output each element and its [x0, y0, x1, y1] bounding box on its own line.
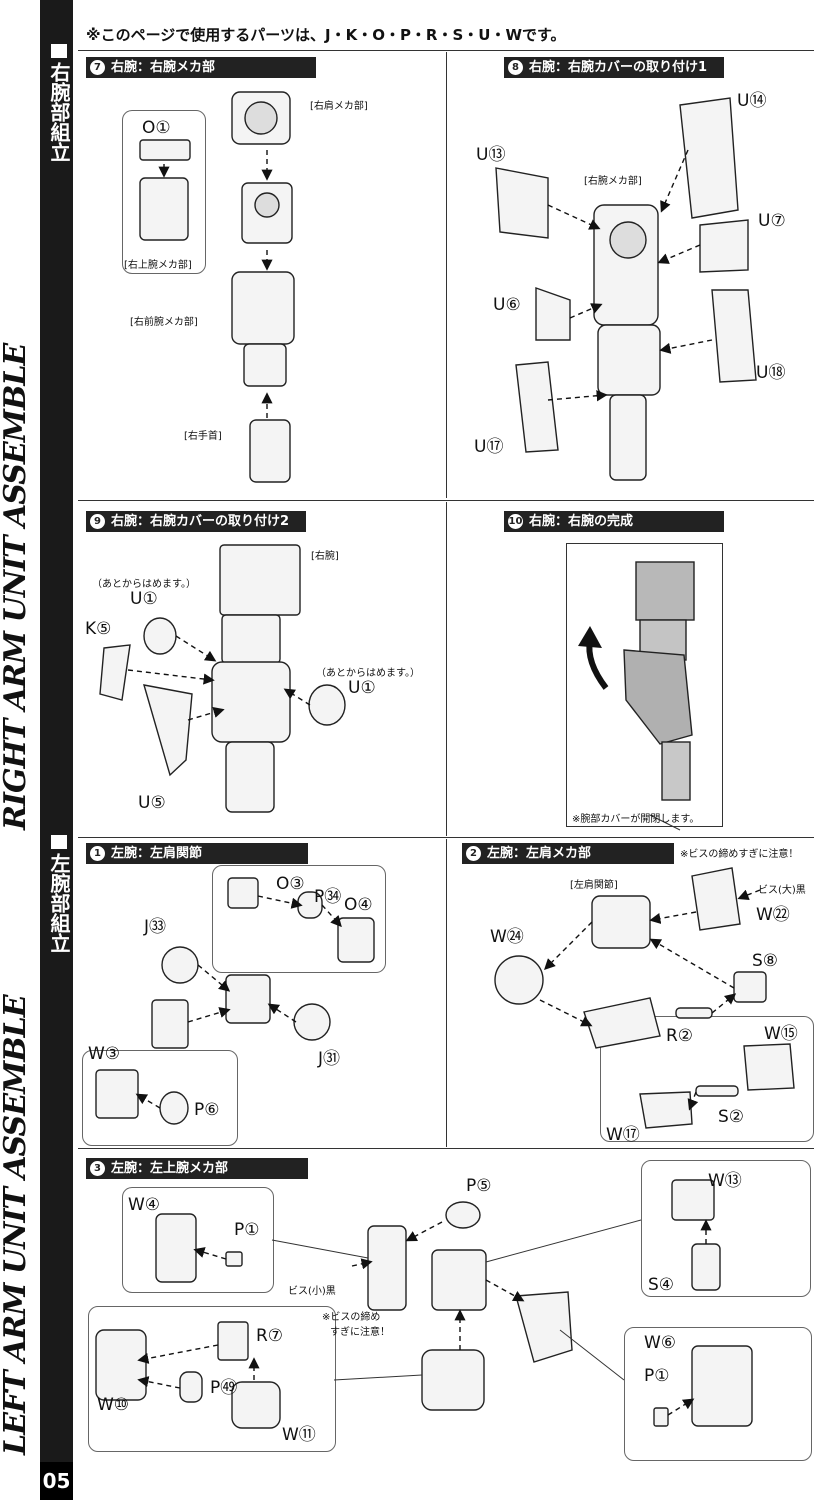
part-label: U⑬	[476, 145, 506, 165]
part-label: P⑥	[194, 1100, 220, 1120]
part-label: U⑦	[758, 211, 786, 231]
note-screw-warning: ※ビスの締めすぎに注意！	[680, 849, 799, 860]
page-number: 05	[40, 1462, 73, 1500]
part-label: U⑱	[756, 363, 786, 383]
inset-box	[82, 1050, 238, 1146]
note-screw-warning: すぎに注意！	[330, 1327, 390, 1338]
divider	[446, 839, 447, 1147]
part-label: S⑧	[752, 951, 779, 971]
part-label: U⑭	[737, 91, 767, 111]
label-left-shoulder-joint: [左肩関節]	[570, 880, 618, 891]
label-right-shoulder-mech: [右肩メカ部]	[310, 101, 368, 112]
divider	[78, 1148, 814, 1149]
label-right-arm-mech: [右腕メカ部]	[584, 176, 642, 187]
part-label: U①	[348, 678, 376, 698]
completed-arm-photo	[566, 543, 723, 827]
part-label: R②	[666, 1026, 694, 1046]
part-label: W⑬	[708, 1171, 742, 1191]
part-label: P①	[234, 1220, 260, 1240]
right-arm-section-title: RIGHT ARM UNIT ASSEMBLE	[0, 343, 33, 830]
part-label: U⑰	[474, 437, 504, 457]
inset-box	[641, 1160, 811, 1297]
part-label: J㉝	[144, 917, 167, 937]
part-label: W⑥	[644, 1333, 677, 1353]
label-right-forearm-mech: [右前腕メカ部]	[130, 317, 198, 328]
parts-used-header: ※このページで使用するパーツは、J・K・O・P・R・S・U・Wです。	[86, 26, 566, 44]
divider	[78, 500, 814, 501]
part-label: P㉞	[314, 887, 342, 907]
note-screw-small-black: ビス(小)黒	[288, 1286, 336, 1297]
part-label: W⑮	[764, 1024, 798, 1044]
part-label: P㊾	[210, 1378, 238, 1398]
right-arm-section-label: 右腕部組立	[44, 44, 71, 162]
part-label: O③	[276, 874, 305, 894]
label-right-wrist: [右手首]	[184, 431, 222, 442]
divider	[446, 52, 447, 498]
note-attach-later: （あとからはめます。）	[92, 579, 196, 590]
part-label: W⑰	[606, 1125, 640, 1145]
part-label: P⑤	[466, 1176, 492, 1196]
sidebar	[40, 0, 73, 1500]
part-label: U⑤	[138, 793, 166, 813]
divider	[78, 837, 814, 838]
part-label: K⑤	[85, 619, 112, 639]
part-label: W③	[88, 1044, 121, 1064]
note-screw-large-black: ビス(大)黒	[758, 885, 806, 896]
part-label: O④	[344, 895, 373, 915]
inset-box	[122, 1187, 274, 1293]
divider	[78, 50, 814, 51]
part-label: U①	[130, 589, 158, 609]
left-arm-section-label: 左腕部組立	[44, 835, 71, 953]
label-right-arm: [右腕]	[311, 551, 339, 562]
left-arm-section-title: LEFT ARM UNIT ASSEMBLE	[0, 995, 33, 1455]
note-cover-opens: ※腕部カバーが開閉します。	[572, 814, 700, 825]
part-label: W㉒	[756, 905, 790, 925]
divider	[446, 502, 447, 836]
part-label: J㉛	[318, 1049, 341, 1069]
note-screw-warning: ※ビスの締め	[322, 1312, 381, 1323]
part-label: W⑩	[97, 1395, 130, 1415]
note-attach-later: （あとからはめます。）	[316, 668, 420, 679]
part-label: P①	[644, 1366, 670, 1386]
part-label: W⑪	[282, 1425, 316, 1445]
part-label: S④	[648, 1275, 675, 1295]
part-label: W④	[128, 1195, 161, 1215]
label-right-upper-arm-mech: [右上腕メカ部]	[124, 260, 192, 271]
part-label: O①	[142, 118, 171, 138]
part-label: W㉔	[490, 927, 524, 947]
part-label: U⑥	[493, 295, 521, 315]
part-label: S②	[718, 1107, 745, 1127]
part-label: R⑦	[256, 1326, 284, 1346]
